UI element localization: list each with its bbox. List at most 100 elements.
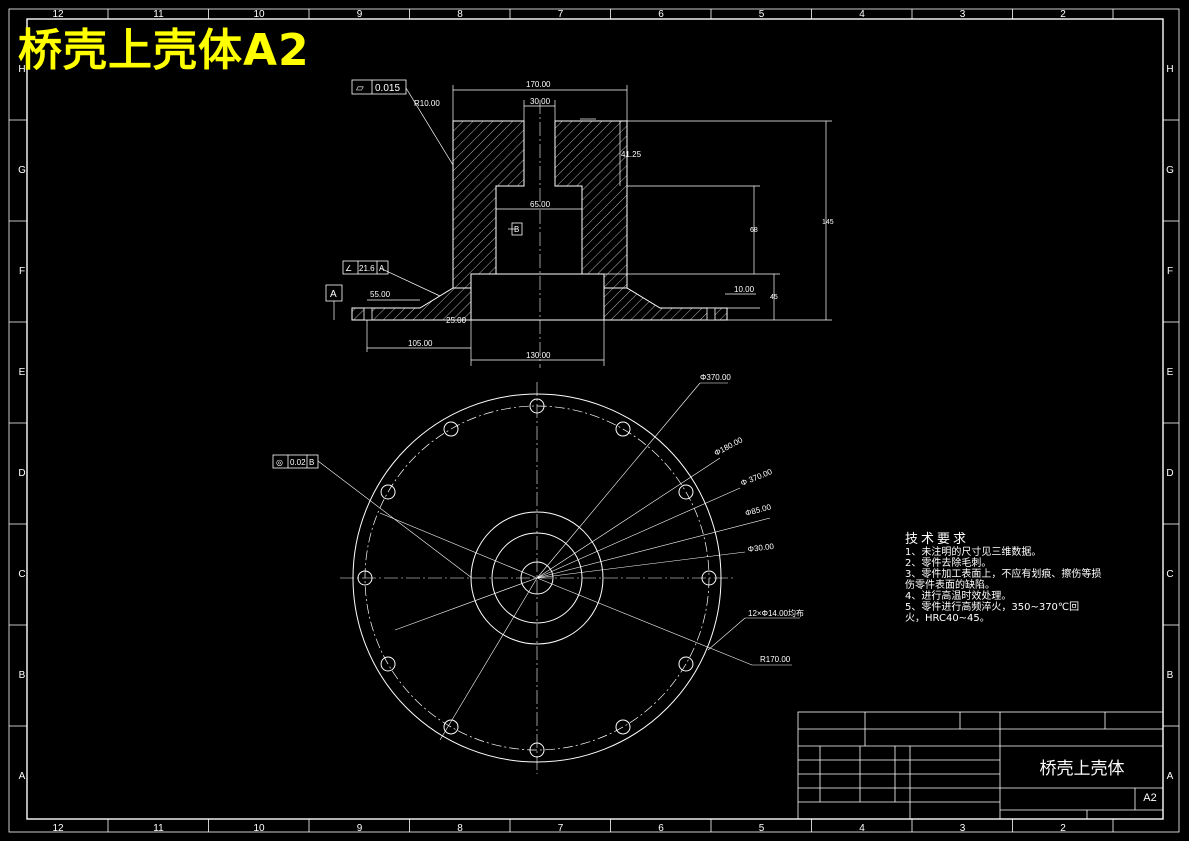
title-block-sheet-size: A2 (1143, 792, 1157, 804)
gdt-concentricity-value: 0.02 (290, 458, 306, 467)
zone-number-top: 6 (658, 9, 664, 20)
zone-number-top: 11 (153, 9, 164, 20)
zone-number-bottom: 5 (759, 823, 765, 834)
tech-line-4: 伤零件表面的缺陷。 (905, 580, 995, 591)
gdt-concentricity-datum: B (309, 458, 314, 467)
bolt-hole (380, 484, 396, 500)
bolt-hole (380, 656, 396, 672)
zone-number-bottom: 8 (457, 823, 463, 834)
zone-letter-right: H (1166, 64, 1173, 75)
bolt-hole (357, 570, 373, 586)
dim-top-depth: 41.25 (621, 150, 642, 159)
zone-letter-right: G (1166, 165, 1174, 176)
dim-d-180: Φ180.00 (713, 435, 745, 458)
zone-letter-left: B (19, 670, 26, 681)
zone-number-top: 2 (1060, 9, 1066, 20)
bolt-hole (678, 484, 694, 500)
datum-b-box (511, 222, 523, 236)
zone-letter-left: H (18, 64, 25, 75)
bolt-hole (443, 719, 459, 735)
gdt-flatness-value: 0.015 (375, 83, 400, 94)
dim-radius-top: R10.00 (414, 99, 440, 108)
bolt-hole (615, 719, 631, 735)
zone-number-bottom: 12 (52, 823, 64, 834)
tech-line-3: 3、零件加工表面上，不应有划痕、擦伤等损 (905, 569, 1102, 580)
gdt-angularity-value: 21.6 (359, 264, 375, 273)
zone-letter-left: C (18, 569, 25, 580)
hub-circle-outer (470, 511, 604, 645)
bolt-hole (701, 570, 717, 586)
dim-height-mid: 68 (750, 227, 758, 234)
tech-title: 技术要求 (905, 532, 970, 547)
zone-letter-left: E (19, 367, 26, 378)
dim-d-370: Φ 370.00 (739, 467, 774, 488)
overlay-title: 桥壳上壳体A2 (18, 25, 310, 76)
zone-letter-right: C (1166, 569, 1173, 580)
dim-r170: R170.00 (760, 655, 791, 664)
zone-number-bottom: 10 (253, 823, 265, 834)
bolt-hole (443, 421, 459, 437)
flange-hole-right (706, 307, 716, 321)
datum-a-box (325, 284, 343, 302)
flatness-frame (351, 79, 407, 95)
flatness-symbol: ⏥ (356, 83, 364, 94)
zone-number-bottom: 11 (153, 823, 164, 834)
zone-grid-ticks (9, 9, 1179, 832)
dim-height-total: 145 (822, 219, 834, 226)
zone-number-top: 7 (558, 9, 564, 20)
bolt-hole (615, 421, 631, 437)
dim-bottom-bore: 130.00 (526, 351, 551, 360)
concentricity-symbol: ◎ (276, 458, 283, 467)
technical-requirements: 技术要求 1、未注明的尺寸见三维数据。 2、零件去除毛刺。 3、零件加工表面上，… (905, 532, 1130, 624)
tech-line-7: 火，HRC40~45。 (905, 613, 990, 624)
section-view: 170.00 30.00 65.00 130.00 55.00 105.00 2… (325, 79, 834, 368)
zone-letter-left: A (19, 771, 26, 782)
datum-a-label: A (330, 289, 337, 300)
angularity-symbol: ∠ (345, 264, 352, 273)
gdt-angularity-datum: A (379, 264, 385, 273)
dim-bore-top: 30.00 (530, 97, 551, 106)
section-dimension-text: 170.00 30.00 65.00 130.00 55.00 105.00 2… (330, 80, 834, 360)
dim-d-85: Φ85.00 (744, 502, 772, 518)
zone-letter-left: G (18, 165, 26, 176)
zone-letter-right: E (1167, 367, 1174, 378)
dim-d-outer: Φ370.00 (700, 373, 731, 382)
bolt-hole (529, 398, 545, 414)
tech-line-5: 4、进行高温时效处理。 (905, 591, 1012, 602)
zone-number-bottom: 7 (558, 823, 564, 834)
dim-flange-small: 25.00 (446, 316, 467, 325)
dim-flange-offset: 55.00 (370, 290, 391, 299)
zone-number-top: 3 (960, 9, 966, 20)
dim-bore-mid: 65.00 (530, 200, 551, 209)
plan-dimension-text: Φ370.00 Φ180.00 Φ 370.00 Φ85.00 Φ30.00 1… (276, 373, 804, 664)
tech-line-6: 5、零件进行高频淬火，350~370℃回 (905, 602, 1080, 613)
zone-number-top: 9 (357, 9, 363, 20)
zone-letter-right: D (1166, 468, 1173, 479)
zone-number-bottom: 2 (1060, 823, 1066, 834)
bolt-hole (529, 742, 545, 758)
tech-line-1: 1、未注明的尺寸见三维数据。 (905, 547, 1042, 558)
zone-letter-right: B (1167, 670, 1174, 681)
plan-view (272, 382, 800, 774)
zone-number-top: 12 (52, 9, 64, 20)
dim-step: 10.00 (734, 285, 755, 294)
datum-b-label: B (514, 225, 519, 234)
tech-line-2: 2、零件去除毛刺。 (905, 558, 992, 569)
concentricity-frame (272, 454, 319, 469)
dim-height-low: 45 (770, 294, 778, 301)
zone-letter-right: F (1167, 266, 1173, 277)
flange-hole-left (363, 307, 373, 321)
title-block (797, 711, 1164, 820)
zone-number-top: 4 (859, 9, 865, 20)
zone-number-bottom: 3 (960, 823, 966, 834)
zone-letter-right: A (1167, 771, 1174, 782)
dim-flange-width: 105.00 (408, 339, 433, 348)
title-block-part-name: 桥壳上壳体 (1039, 759, 1125, 779)
zone-number-top: 8 (457, 9, 463, 20)
dim-d-30: Φ30.00 (747, 542, 775, 554)
sheet-border (8, 8, 1180, 833)
zone-letter-left: D (18, 468, 25, 479)
zone-letter-left: F (19, 266, 25, 277)
